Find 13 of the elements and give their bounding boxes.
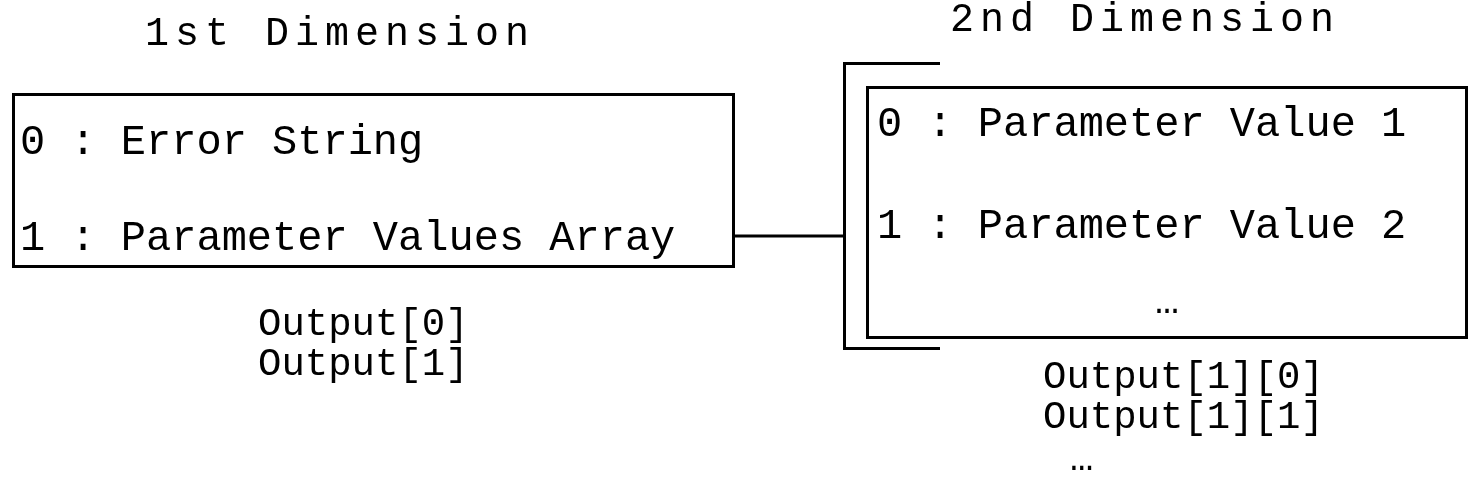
- connector-line: [735, 234, 843, 238]
- array-entry: …: [1155, 283, 1179, 323]
- index-label: Output[1]: [258, 345, 469, 385]
- array-entry: 1 : Parameter Values Array: [20, 218, 676, 260]
- index-label: Output[1][1]: [1043, 398, 1324, 438]
- array-entry: 0 : Error String: [20, 122, 424, 164]
- dimension-heading: 2nd Dimension: [949, 1, 1341, 41]
- index-label: …: [1070, 440, 1094, 480]
- index-label: Output[0]: [258, 305, 469, 345]
- dimension-heading: 1st Dimension: [144, 15, 536, 55]
- array-entry: 1 : Parameter Value 2: [877, 206, 1407, 248]
- array-entry: 0 : Parameter Value 1: [877, 104, 1407, 146]
- index-label: Output[1][0]: [1043, 358, 1324, 398]
